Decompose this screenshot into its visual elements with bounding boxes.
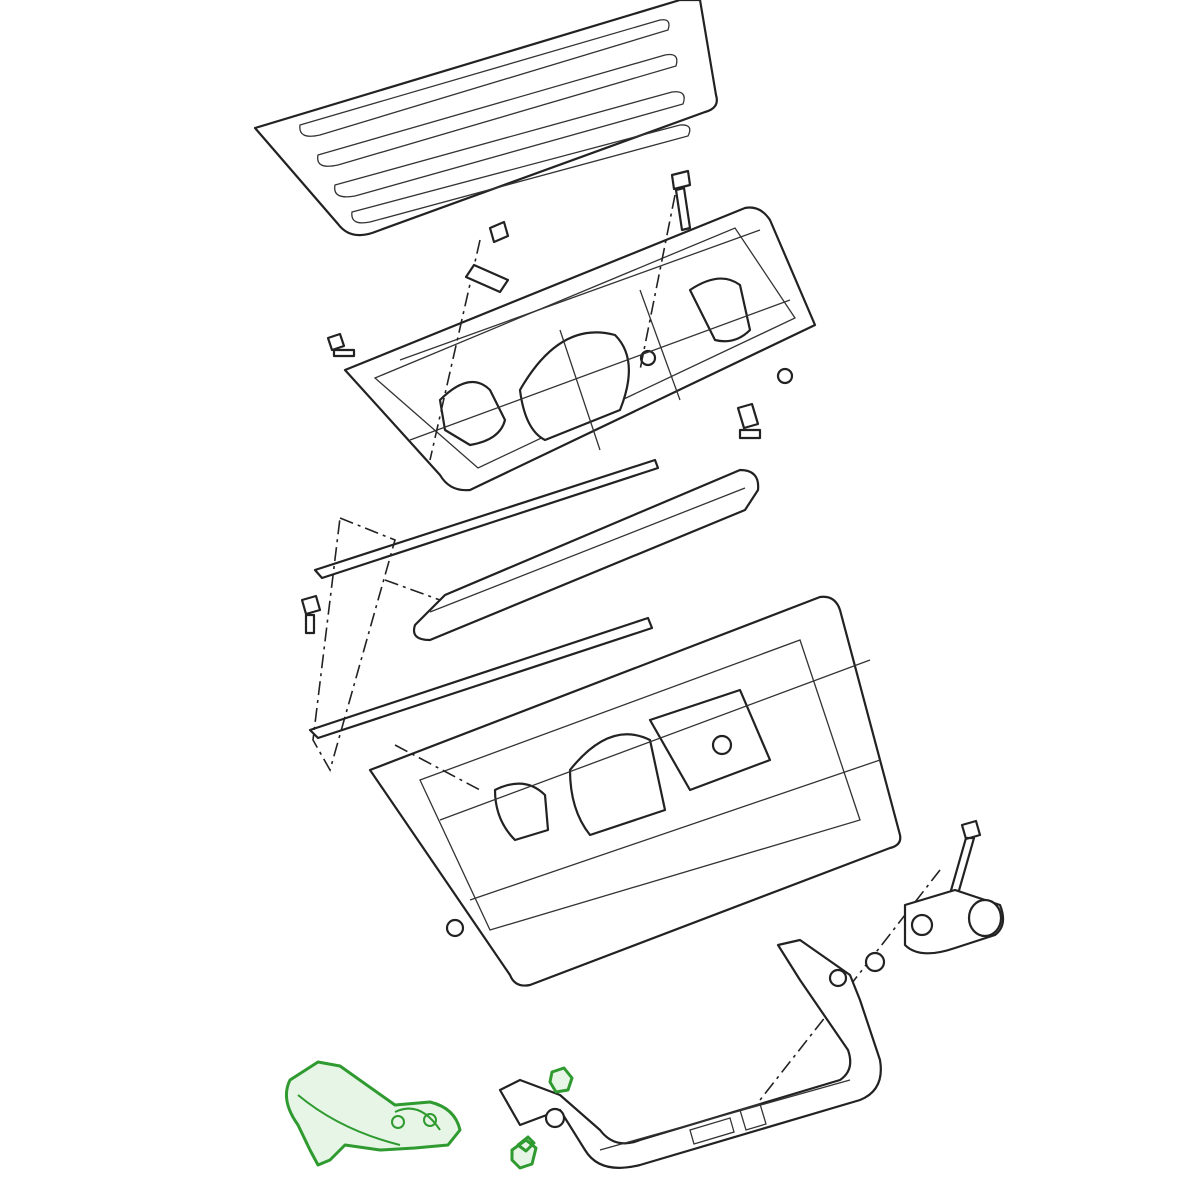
highlighted-hinge-bracket: [284, 1060, 574, 1170]
screw-icon: [300, 594, 322, 635]
fasteners: [300, 169, 982, 973]
clip-icon: [776, 367, 794, 385]
washer-icon: [864, 951, 886, 973]
screw-icon: [670, 169, 692, 232]
wiper-linkage: [498, 938, 882, 1169]
bolt-icon: [488, 220, 510, 244]
bracket-icon: [464, 263, 510, 294]
nut-icon: [548, 1066, 574, 1094]
clip-icon: [445, 918, 465, 938]
bolt-icon: [736, 402, 762, 440]
inner-trim-panel: [343, 206, 817, 492]
spoiler-lip: [412, 468, 760, 642]
upper-seal-strip: [313, 458, 660, 580]
spoiler-panel: [253, 0, 718, 237]
bolt-icon: [326, 332, 356, 358]
lower-seal-strip: [308, 616, 654, 740]
screw-icon: [510, 1135, 538, 1170]
wiper-motor: [903, 888, 1005, 955]
tailgate-panel: [368, 595, 902, 987]
